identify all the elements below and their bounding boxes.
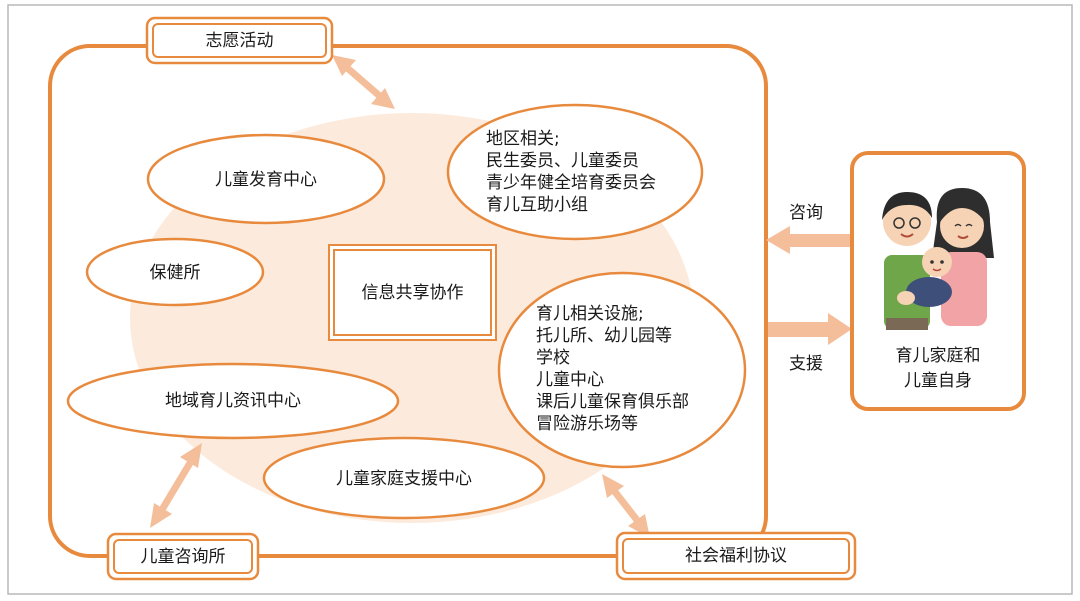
label-box-welfare-council — [615, 531, 857, 581]
label-box-consultation-office — [106, 532, 260, 581]
regional-group-text: 地区相关; 民生委员、儿童委员 青少年健全培育委员会 育儿互助小组 — [486, 128, 656, 216]
network-frame — [48, 44, 768, 558]
baby-figure — [897, 247, 952, 307]
label-health-center: 保健所 — [149, 262, 201, 283]
label-consult: 咨询 — [789, 203, 823, 223]
ellipse-child-development-center — [146, 133, 386, 225]
family-box-text: 育儿家庭和 儿童自身 — [852, 344, 1024, 394]
label-info-sharing: 信息共享协作 — [361, 282, 464, 303]
ellipse-regional-group — [446, 103, 704, 241]
family-arrows — [766, 226, 852, 345]
label-support: 支援 — [789, 354, 823, 374]
arrow-consult — [766, 226, 852, 254]
label-box-volunteer — [145, 16, 334, 65]
ellipse-regional-info-center — [66, 362, 400, 440]
label-welfare-council: 社会福利协议 — [685, 546, 787, 566]
regional-line: 青少年健全培育委员会 — [486, 173, 656, 193]
facilities-group-text: 育儿相关设施; 托儿所、幼儿园等 学校 儿童中心 课后儿童保育俱乐部 冒险游乐场… — [536, 303, 689, 435]
regional-line: 民生委员、儿童委员 — [486, 151, 639, 171]
label-consultation-office: 儿童咨询所 — [140, 546, 226, 567]
ellipse-health-center — [85, 237, 265, 307]
mother-figure — [932, 188, 994, 326]
facilities-line: 儿童中心 — [536, 370, 604, 390]
label-child-development-center: 儿童发育中心 — [215, 170, 317, 190]
facilities-line: 课后儿童保育俱乐部 — [536, 392, 689, 412]
ellipse-family-support-center — [262, 436, 546, 520]
family-illustration — [882, 188, 994, 330]
double-arrows — [150, 55, 650, 538]
arrow-volunteer — [332, 55, 395, 109]
center-box-inner — [333, 249, 492, 336]
label-regional-info-center: 地域育儿资讯中心 — [165, 391, 301, 411]
arrow-support — [768, 313, 852, 345]
label-family-support-center: 儿童家庭支援中心 — [336, 469, 472, 489]
regional-line: 地区相关; — [486, 129, 560, 149]
facilities-line: 育儿相关设施; — [536, 304, 644, 324]
family-line: 育儿家庭和 — [895, 346, 981, 366]
arrow-consultation-office — [150, 443, 202, 528]
facilities-line: 学校 — [536, 348, 570, 368]
facilities-line: 冒险游乐场等 — [536, 414, 638, 434]
label-volunteer: 志愿活动 — [205, 30, 274, 51]
family-line: 儿童自身 — [904, 371, 972, 391]
ellipse-facilities-group — [497, 271, 747, 469]
regional-line: 育儿互助小组 — [486, 195, 588, 215]
facilities-line: 托儿所、幼儿园等 — [536, 326, 672, 346]
